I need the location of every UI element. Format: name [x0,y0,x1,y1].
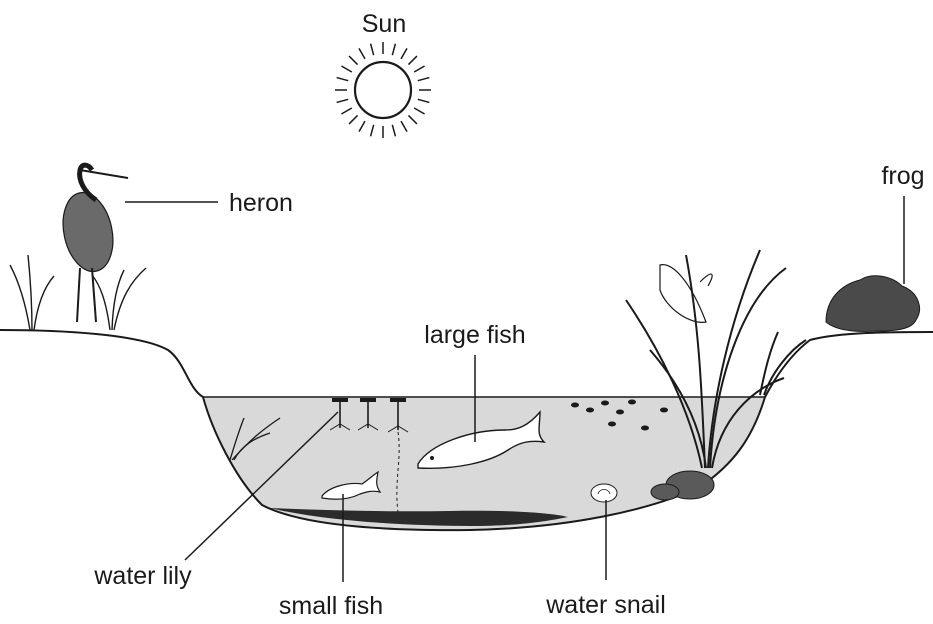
sun-ray [341,66,351,72]
sun-ray [414,108,424,114]
sun-ray [359,121,365,131]
water-snail-icon [591,484,617,502]
sun-ray [349,56,357,64]
sun-ray [408,56,416,64]
sun-ray [371,44,374,56]
large-fish-label: large fish [424,321,525,349]
frog-label: frog [881,162,924,190]
sun-rays [335,42,431,138]
heron-icon [56,165,128,322]
sun-ray [418,78,430,81]
sun-ray [392,44,395,56]
sun-ray [371,125,374,137]
water-snail-label: water snail [545,591,666,619]
sun-ray [401,48,407,58]
small-fish-label: small fish [279,592,383,620]
water-lily-label: water lily [93,562,192,590]
sun-ray [401,121,407,131]
sun-ray [359,48,365,58]
sun-ray [418,99,430,102]
heron-label: heron [229,189,293,217]
frog-icon [826,276,920,332]
sun-ray [341,108,351,114]
sun-ray [337,78,349,81]
sun-ray [349,115,357,123]
moth-icon [660,265,712,323]
sun-ray [414,66,424,72]
sun-icon [335,42,431,138]
sun-label: Sun [362,10,406,38]
sun-ray [392,125,395,137]
sun-ray [408,115,416,123]
sun-ray [337,99,349,102]
